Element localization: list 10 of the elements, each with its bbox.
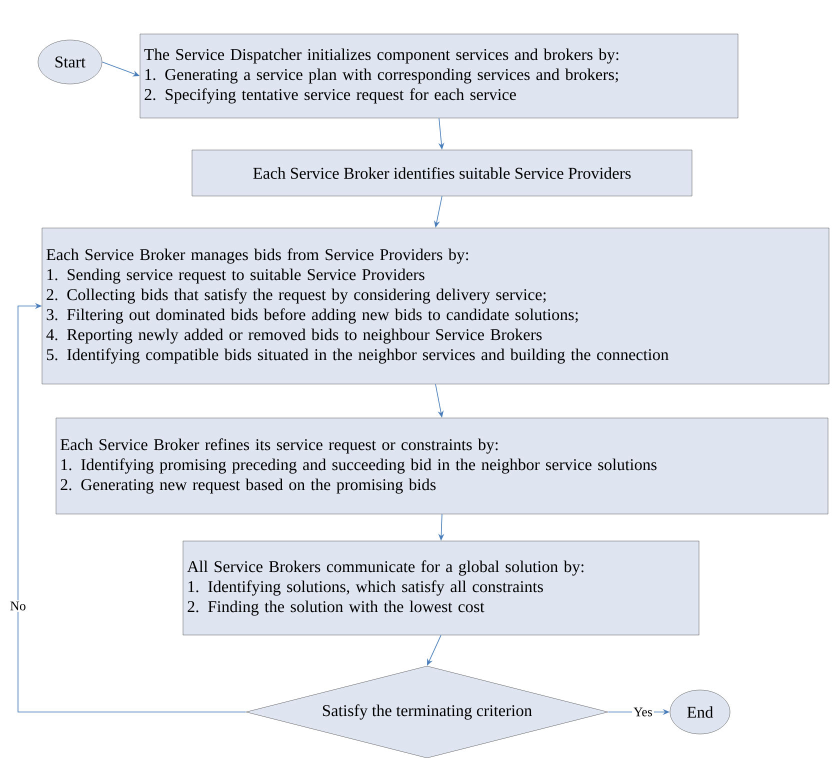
- edge-label: Yes: [632, 706, 654, 718]
- process-box: Each Service Broker manages bids from Service Providers by: 1. Sending service request to suitable Service Providers 2. Collecting bids that satisfy the request by considering delivery service; 3. Filtering out dominated bids before adding new bids to candidate solutions; 4. Reporting newly added or removed bids to neighbour Service Brokers 5. Identifying compatible bids situated in the neighbor services and building the connection: [42, 228, 830, 384]
- process-box: All Service Brokers communicate for a global solution by: 1. Identifying solutions, which satisfy all constraints 2. Finding the solution with the lowest cost: [182, 540, 700, 636]
- arrow: [18, 302, 246, 712]
- terminal-oval: End: [670, 690, 730, 734]
- process-box: The Service Dispatcher initializes component services and brokers by: 1. Generating a service plan with corresponding services and brokers; 2. Specifying tentative service request for each service: [140, 34, 738, 118]
- edge-label: No: [8, 600, 28, 612]
- process-box: Each Service Broker refines its service request or constraints by: 1. Identifying promising preceding and succeeding bid in the neighbor service solutions 2. Generating new request based on the promising bids: [56, 418, 828, 514]
- process-box: Each Service Broker identifies suitable Service Providers: [192, 150, 692, 196]
- terminal-oval: Start: [38, 40, 102, 84]
